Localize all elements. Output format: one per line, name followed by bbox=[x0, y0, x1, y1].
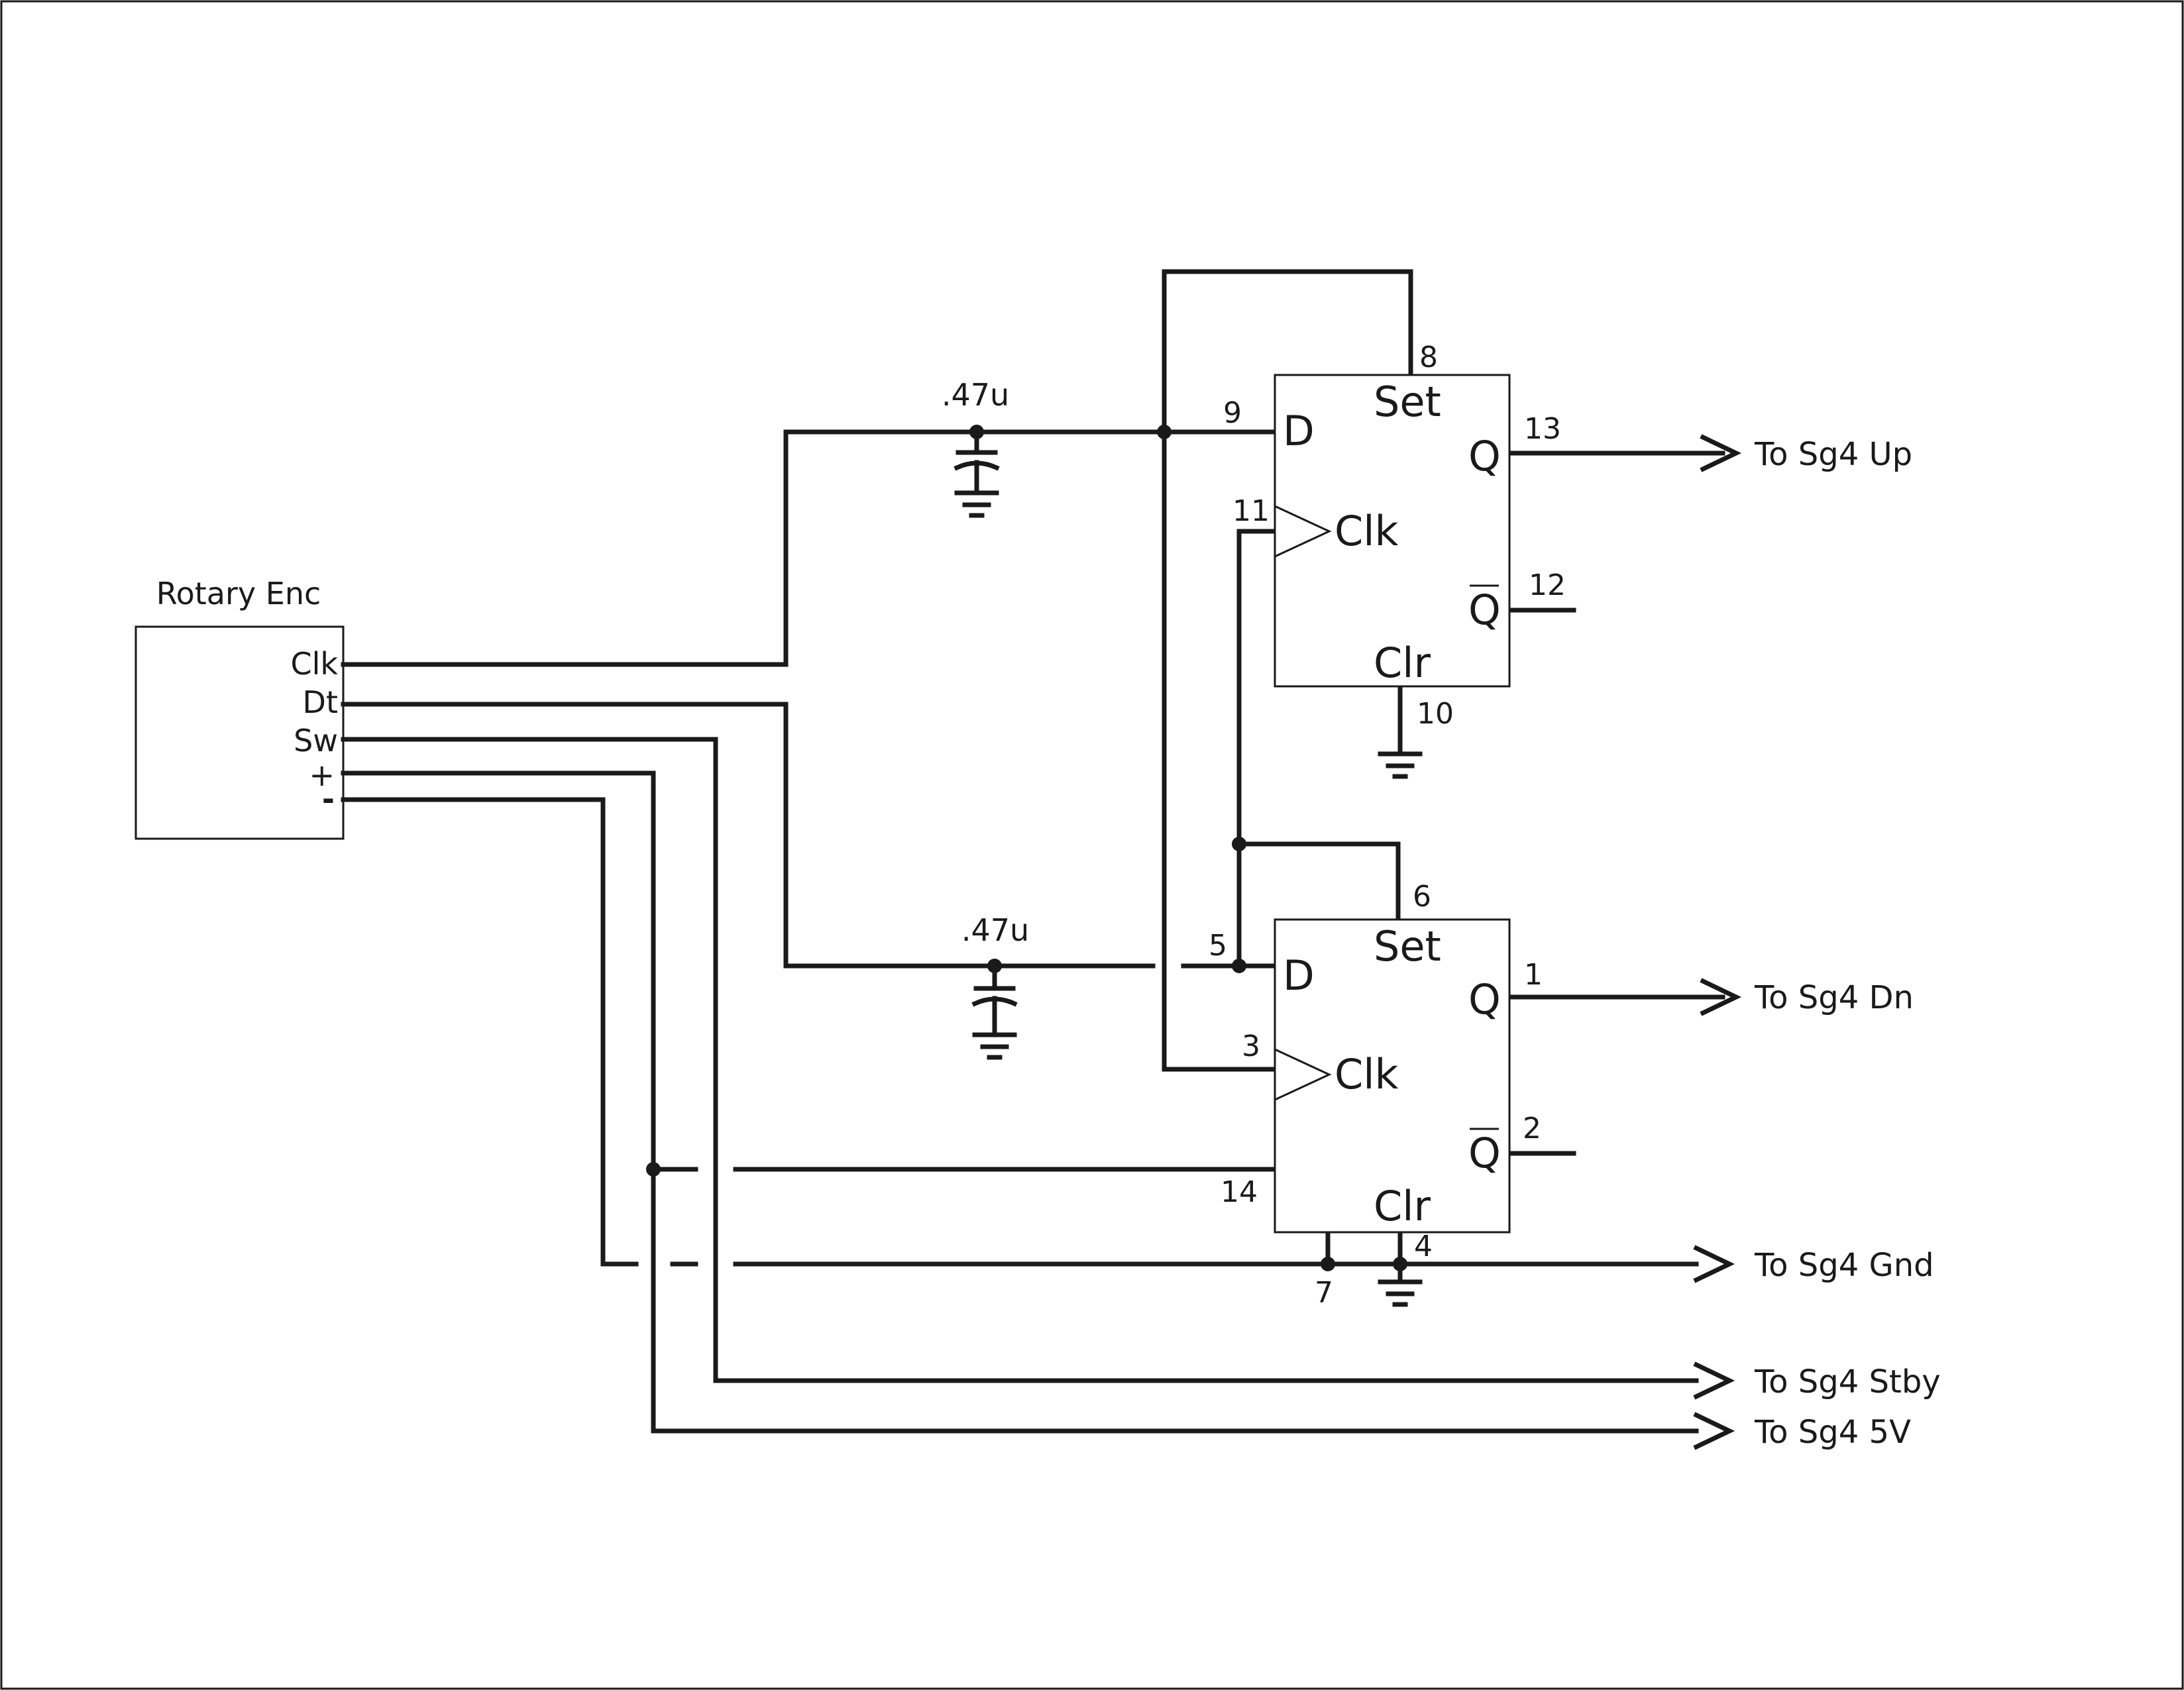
ff-bottom-pin-vcc: 14 bbox=[1221, 1175, 1258, 1209]
ff-bottom-pin-set: 6 bbox=[1413, 880, 1431, 914]
encoder-title: Rotary Enc bbox=[156, 576, 321, 611]
capacitor-2: .47u bbox=[961, 912, 1029, 1060]
output-gnd-label: To Sg4 Gnd bbox=[1754, 1247, 1934, 1284]
arrow-stby bbox=[1693, 1361, 1735, 1400]
ff-bottom-pin-clk: 3 bbox=[1242, 1030, 1260, 1063]
junction-d9-loop bbox=[1157, 425, 1172, 439]
ground-symbol-pin4 bbox=[1378, 1279, 1423, 1307]
cap1-value: .47u bbox=[942, 377, 1009, 413]
arrow-gnd bbox=[1693, 1245, 1735, 1283]
junction-set6 bbox=[1232, 837, 1246, 851]
flipflop-top: Set D Clk Q Q Clr 8 9 11 13 12 10 bbox=[1223, 341, 1566, 731]
output-labels: To Sg4 Up To Sg4 Dn To Sg4 Gnd To Sg4 St… bbox=[1754, 436, 1941, 1451]
ff-top-pin-q: 13 bbox=[1524, 412, 1561, 446]
ff-top-d-label: D bbox=[1283, 407, 1315, 455]
ff-bottom-clk-label: Clk bbox=[1335, 1050, 1399, 1098]
ff-top-pin-d: 9 bbox=[1223, 396, 1242, 430]
ff-top-pin-clr: 10 bbox=[1417, 697, 1454, 731]
junction-d5 bbox=[1232, 959, 1246, 973]
ff-bottom-pin-gnd: 7 bbox=[1315, 1276, 1333, 1310]
cap2-value: .47u bbox=[961, 912, 1029, 948]
ff-top-q-label: Q bbox=[1468, 432, 1501, 480]
ff-top-qbar-label: Q bbox=[1468, 586, 1501, 634]
output-dn-label: To Sg4 Dn bbox=[1754, 979, 1914, 1016]
ff-bottom-pin-d: 5 bbox=[1209, 929, 1227, 963]
output-up-label: To Sg4 Up bbox=[1754, 436, 1912, 473]
wire-set8-loop bbox=[1162, 269, 1413, 435]
junction-cap2 bbox=[987, 959, 1002, 973]
ff-bottom-qbar-label: Q bbox=[1468, 1129, 1501, 1177]
encoder-body bbox=[135, 625, 345, 840]
flipflop-bottom-clk-triangle bbox=[1274, 1048, 1332, 1101]
encoder-pin-minus: - bbox=[322, 781, 335, 817]
wires bbox=[341, 269, 1725, 1434]
ff-bottom-set-label: Set bbox=[1374, 922, 1441, 971]
wire-clk bbox=[341, 429, 1278, 667]
ff-bottom-pin-q: 1 bbox=[1524, 958, 1543, 992]
ff-top-pin-qbar: 12 bbox=[1529, 568, 1566, 602]
encoder-pin-sw: Sw bbox=[294, 723, 338, 759]
flipflop-top-body bbox=[1274, 374, 1511, 688]
junction-pin4 bbox=[1393, 1257, 1407, 1271]
encoder-pin-dt: Dt bbox=[303, 684, 338, 720]
wire-minus bbox=[341, 797, 639, 1267]
wire-dt bbox=[341, 702, 1156, 969]
arrow-up bbox=[1700, 434, 1742, 472]
ff-bottom-d-label: D bbox=[1283, 951, 1315, 1000]
ff-bottom-pin-qbar: 2 bbox=[1523, 1112, 1541, 1145]
output-stby-label: To Sg4 Stby bbox=[1754, 1363, 1941, 1400]
arrow-5v bbox=[1693, 1412, 1735, 1450]
wire-plus bbox=[341, 770, 1699, 1434]
wire-clk11 bbox=[1236, 529, 1278, 969]
junction-cap1 bbox=[969, 425, 984, 439]
ff-top-clk-label: Clk bbox=[1335, 507, 1399, 555]
encoder-pin-plus: + bbox=[309, 757, 335, 793]
arrow-dn bbox=[1700, 978, 1742, 1016]
flipflop-bottom: Set D Clk Q Q Clr 6 5 3 1 2 4 14 7 bbox=[1209, 880, 1543, 1310]
junctions bbox=[646, 425, 1407, 1271]
ground-symbol-clr10 bbox=[1378, 751, 1423, 779]
output-arrows bbox=[1693, 434, 1742, 1450]
junction-pin7 bbox=[1321, 1257, 1335, 1271]
wire-clk3 bbox=[1162, 429, 1278, 1072]
flipflop-bottom-body bbox=[1274, 918, 1511, 1234]
output-5v-label: To Sg4 5V bbox=[1754, 1414, 1911, 1451]
ff-top-clr-label: Clr bbox=[1374, 639, 1431, 687]
junction-vcc bbox=[646, 1162, 661, 1177]
ff-top-set-label: Set bbox=[1374, 378, 1441, 426]
encoder-pin-clk: Clk bbox=[290, 646, 338, 682]
ff-bottom-q-label: Q bbox=[1468, 975, 1501, 1024]
ff-top-pin-set: 8 bbox=[1419, 341, 1438, 374]
wire-set6 bbox=[1236, 841, 1401, 922]
capacitor-1: .47u bbox=[942, 377, 1009, 518]
rotary-encoder: Rotary Enc Clk Dt Sw + - bbox=[135, 576, 345, 840]
ff-top-pin-clk: 11 bbox=[1232, 494, 1270, 528]
ff-bottom-clr-label: Clr bbox=[1374, 1182, 1431, 1230]
flipflop-top-clk-triangle bbox=[1274, 505, 1332, 558]
ff-bottom-pin-clr: 4 bbox=[1414, 1230, 1433, 1263]
wire-sw bbox=[341, 737, 1699, 1383]
